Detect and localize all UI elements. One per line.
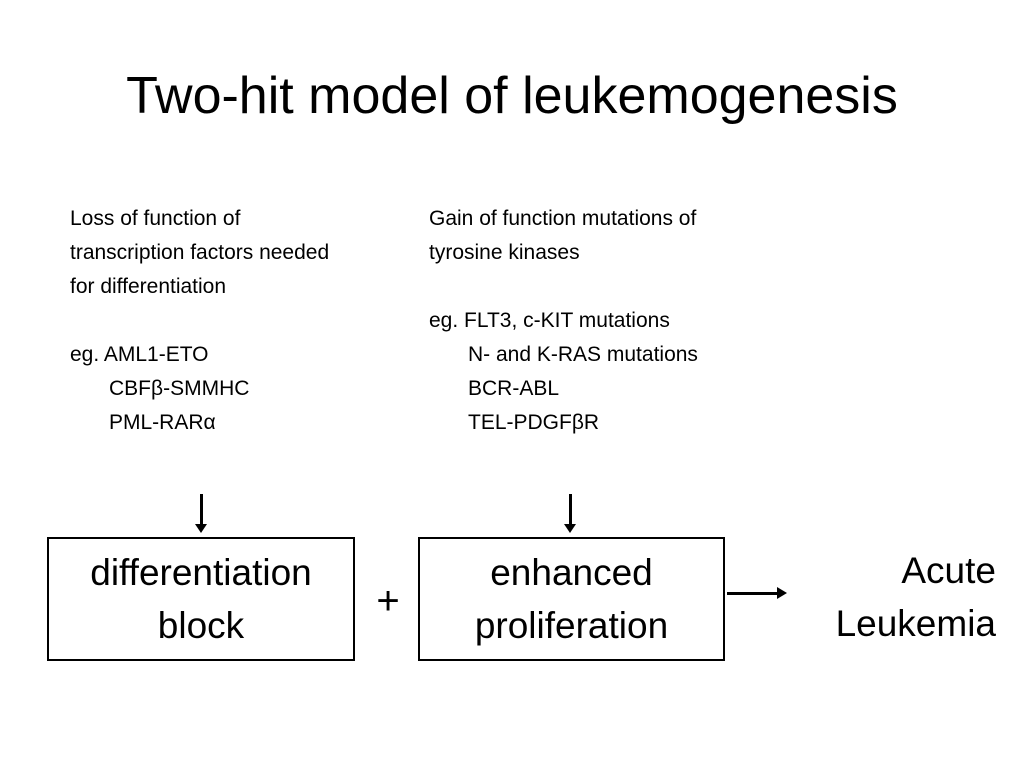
right-description-line-1: Gain of function mutations of	[429, 207, 697, 230]
spacer	[429, 270, 698, 304]
plus-sign: +	[376, 579, 400, 623]
left-description-line-1: Loss of function of	[70, 207, 241, 230]
arrowhead	[564, 524, 576, 533]
box-label-line-1: differentiation	[90, 552, 312, 593]
right-examples-prefix: eg. FLT3, c-KIT mutations	[429, 309, 670, 332]
slide-title: Two-hit model of leukemogenesis	[126, 67, 898, 125]
spacer	[70, 304, 329, 338]
right-example-tel-pdgfbr: TEL-PDGFβR	[468, 411, 600, 434]
acute-leukemia-label: Acute Leukemia	[836, 544, 996, 650]
left-example-cbfb-smmhc: CBFβ-SMMHC	[109, 377, 250, 400]
right-example-bcr-abl: BCR-ABL	[468, 377, 560, 400]
left-examples-prefix: eg. AML1-ETO	[70, 343, 209, 366]
outcome-line-2: Leukemia	[835, 603, 996, 644]
left-description-line-3: for differentiation	[70, 275, 227, 298]
outcome-line-1: Acute	[901, 550, 996, 591]
differentiation-block-box: differentiation block	[47, 537, 355, 661]
left-example-pml-rara: PML-RARα	[109, 411, 216, 434]
box-label-line-2: proliferation	[474, 605, 669, 646]
gain-of-function-text: Gain of function mutations of tyrosine k…	[429, 202, 698, 440]
arrowhead	[195, 524, 207, 533]
right-example-ras: N- and K-RAS mutations	[468, 343, 698, 366]
right-description-line-2: tyrosine kinases	[429, 241, 580, 264]
box-label-line-1: enhanced	[490, 552, 653, 593]
arrow-shaft	[727, 591, 779, 595]
enhanced-proliferation-box: enhanced proliferation	[418, 537, 725, 661]
left-description-line-2: transcription factors needed	[70, 241, 330, 264]
arrowhead	[777, 587, 787, 599]
arrow-shaft	[568, 494, 572, 530]
arrow-shaft	[199, 494, 203, 530]
box-label-line-2: block	[157, 605, 245, 646]
loss-of-function-text: Loss of function of transcription factor…	[70, 202, 329, 440]
